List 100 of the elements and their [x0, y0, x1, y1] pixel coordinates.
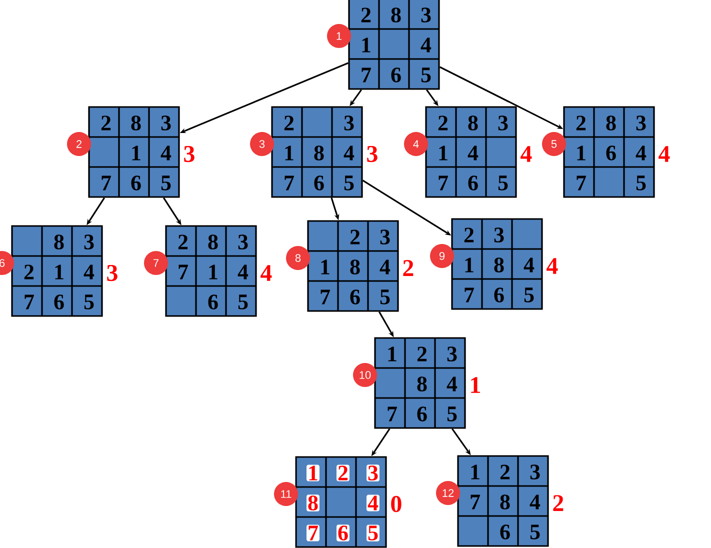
puzzle-board [374, 337, 466, 429]
tile-number: 3 [530, 464, 540, 480]
tile-number: 8 [208, 234, 218, 250]
puzzle-board [563, 106, 655, 198]
number-badge: 11 [274, 482, 298, 506]
tile-number: 4 [238, 264, 248, 280]
tile-number: 7 [362, 68, 371, 82]
tile-number: 4 [468, 146, 478, 160]
puzzle-board [307, 220, 399, 312]
puzzle-board [295, 456, 387, 548]
tile-number: 3 [447, 346, 457, 362]
tile-number: 6 [391, 68, 401, 82]
tile-number: 4 [636, 146, 646, 160]
tile-number: 8 [417, 376, 427, 392]
tile-number: 2 [101, 116, 111, 130]
tile-number: 5 [238, 294, 248, 310]
tile-number: 4 [530, 494, 540, 510]
puzzle-board [451, 218, 543, 310]
tile-number: 5 [498, 176, 508, 190]
tile-number: 1 [306, 464, 320, 482]
puzzle-board [88, 106, 180, 198]
number-badge: 1 [327, 24, 351, 48]
number-badge: 8 [286, 246, 310, 270]
tile-number: 2 [464, 228, 474, 242]
tile-number: 7 [576, 176, 586, 190]
tile-number: 8 [54, 234, 64, 250]
tile-number: 5 [447, 406, 457, 422]
tile-number: 7 [306, 524, 320, 542]
cost-value: 3 [367, 146, 378, 162]
tile-number: 1 [132, 146, 140, 160]
number-badge: 6 [0, 251, 14, 275]
tile-number: 6 [336, 524, 350, 542]
number-badge: 10 [353, 363, 377, 387]
tile-number: 2 [361, 8, 371, 22]
tile-number: 3 [421, 8, 431, 22]
tile-number: 6 [54, 294, 64, 310]
tile-number: 8 [314, 146, 324, 160]
tile-number: 5 [524, 288, 534, 302]
puzzle-board [348, 0, 440, 90]
tile-number: 2 [336, 464, 350, 482]
tile-number: 2 [576, 116, 586, 130]
tile-number: 3 [84, 234, 94, 250]
tile-number: 5 [421, 68, 431, 82]
cost-value: 3 [107, 264, 118, 282]
tile-number: 4 [366, 494, 380, 512]
cost-value: 4 [260, 265, 272, 281]
tile-number: 2 [500, 464, 510, 480]
tile-number: 7 [470, 494, 480, 510]
tile-number: 5 [636, 176, 646, 190]
cost-value: 1 [471, 377, 480, 393]
number-badge: 3 [250, 132, 274, 156]
number-badge: 7 [144, 251, 168, 275]
tile-number: 8 [468, 116, 478, 130]
tile-number: 1 [55, 264, 64, 280]
tile-number: 2 [417, 346, 427, 362]
tile-number: 6 [208, 294, 218, 310]
tile-number: 3 [494, 228, 504, 242]
tile-number: 6 [468, 176, 478, 190]
tile-number: 3 [161, 116, 171, 130]
tile-number: 1 [577, 146, 586, 160]
tile-number: 5 [380, 290, 390, 304]
tile-number: 4 [446, 376, 458, 392]
tile-number: 2 [350, 230, 360, 244]
tile-number: 8 [494, 258, 504, 272]
tile-number: 3 [380, 230, 390, 244]
tile-number: 1 [471, 464, 480, 480]
tile-number: 8 [306, 494, 320, 512]
tile-number: 7 [102, 176, 111, 190]
tile-number: 4 [420, 38, 432, 52]
tile-number: 7 [320, 290, 330, 304]
tile-number: 3 [636, 116, 646, 130]
tile-number: 8 [350, 260, 360, 274]
tile-number: 3 [366, 464, 380, 482]
tile-number: 1 [388, 346, 396, 362]
tile-number: 2 [438, 116, 448, 130]
tile-number: 2 [24, 264, 34, 280]
tile-number: 4 [160, 146, 172, 160]
tile-number: 4 [380, 260, 390, 274]
tile-number: 1 [321, 260, 330, 274]
tile-number: 3 [344, 116, 354, 130]
tile-number: 8 [131, 116, 141, 130]
tile-number: 5 [161, 176, 171, 190]
cost-value: 3 [184, 146, 194, 162]
tile-number: 7 [464, 288, 474, 302]
tile-number: 8 [500, 494, 510, 510]
cost-value: 4 [658, 146, 670, 162]
tile-number: 1 [209, 264, 218, 280]
tile-number: 6 [350, 290, 360, 304]
tile-number: 8 [391, 8, 401, 22]
tile-number: 4 [84, 264, 94, 280]
tile-number: 5 [344, 176, 354, 190]
tile-number: 6 [606, 146, 616, 160]
tile-number: 2 [178, 234, 188, 250]
tile-number: 5 [84, 294, 94, 310]
puzzle-board [457, 455, 549, 547]
cost-value: 2 [553, 495, 564, 511]
puzzle-board [165, 225, 257, 317]
number-badge: 9 [430, 244, 454, 268]
tile-number: 1 [465, 258, 474, 272]
cost-value: 4 [546, 258, 558, 274]
